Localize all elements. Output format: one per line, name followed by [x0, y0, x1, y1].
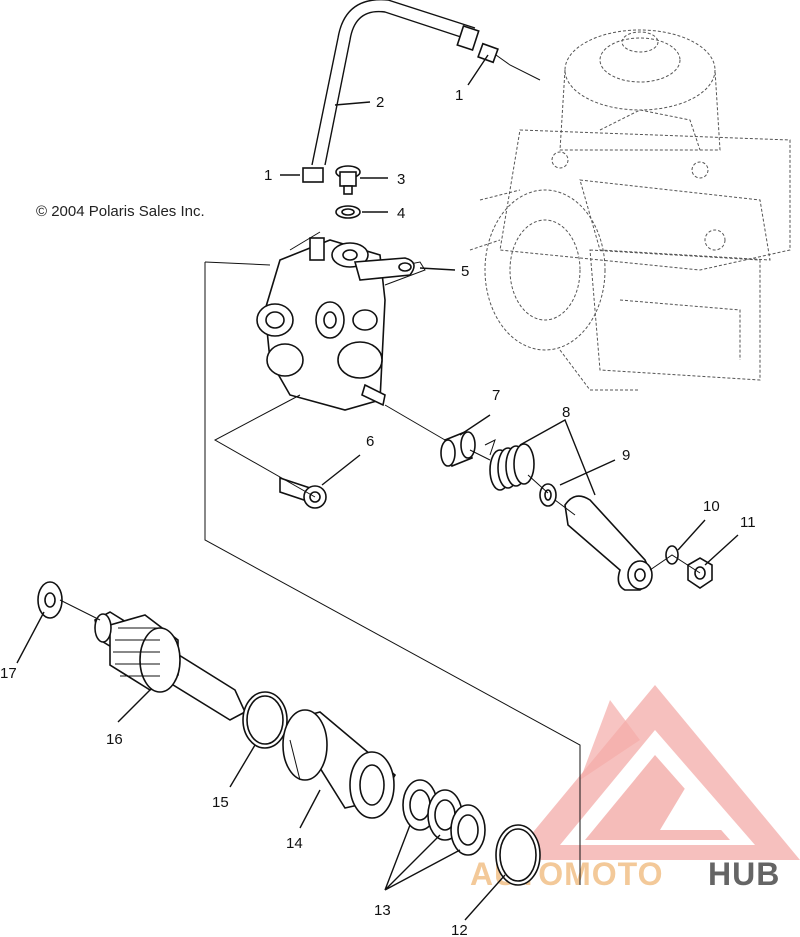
callout-15: 15 — [212, 794, 229, 811]
callout-6: 6 — [366, 433, 374, 450]
alignment-lines — [59, 261, 701, 885]
oring-15 — [242, 691, 288, 749]
washer-17 — [37, 581, 63, 619]
gear-shaft-16 — [94, 611, 247, 721]
leader-lines — [16, 54, 739, 921]
spring-8 — [484, 439, 535, 491]
callout-1-left: 1 — [264, 167, 272, 184]
copyright-text: © 2004 Polaris Sales Inc. — [36, 203, 205, 220]
callout-5: 5 — [461, 263, 469, 280]
callout-9: 9 — [622, 447, 630, 464]
callout-2: 2 — [376, 94, 384, 111]
callout-16: 16 — [106, 731, 123, 748]
gasket-5 — [353, 257, 415, 281]
bushing-14 — [282, 709, 397, 819]
callout-4: 4 — [397, 205, 405, 222]
callout-8: 8 — [562, 404, 570, 421]
screw-3 — [335, 165, 361, 195]
callout-14: 14 — [286, 835, 303, 852]
callout-7: 7 — [492, 387, 500, 404]
lever-arm — [564, 495, 653, 591]
bushing-7 — [440, 430, 476, 468]
callout-12: 12 — [451, 922, 468, 937]
vent-hose — [311, 0, 480, 166]
watermark-text-hub: HUB — [708, 856, 780, 892]
hose-clamp-left — [302, 167, 324, 183]
callout-1-top: 1 — [455, 87, 463, 104]
callout-3: 3 — [397, 171, 405, 188]
oring-12 — [495, 824, 541, 886]
hose-clamp-top — [477, 42, 541, 81]
callout-10: 10 — [703, 498, 720, 515]
washers-13 — [402, 779, 486, 856]
pump-body — [256, 231, 426, 411]
carburetor-ghost — [469, 29, 791, 391]
bolt-6 — [279, 476, 327, 509]
callout-11: 11 — [740, 514, 756, 531]
callout-13: 13 — [374, 902, 391, 919]
callout-17: 17 — [0, 665, 17, 682]
